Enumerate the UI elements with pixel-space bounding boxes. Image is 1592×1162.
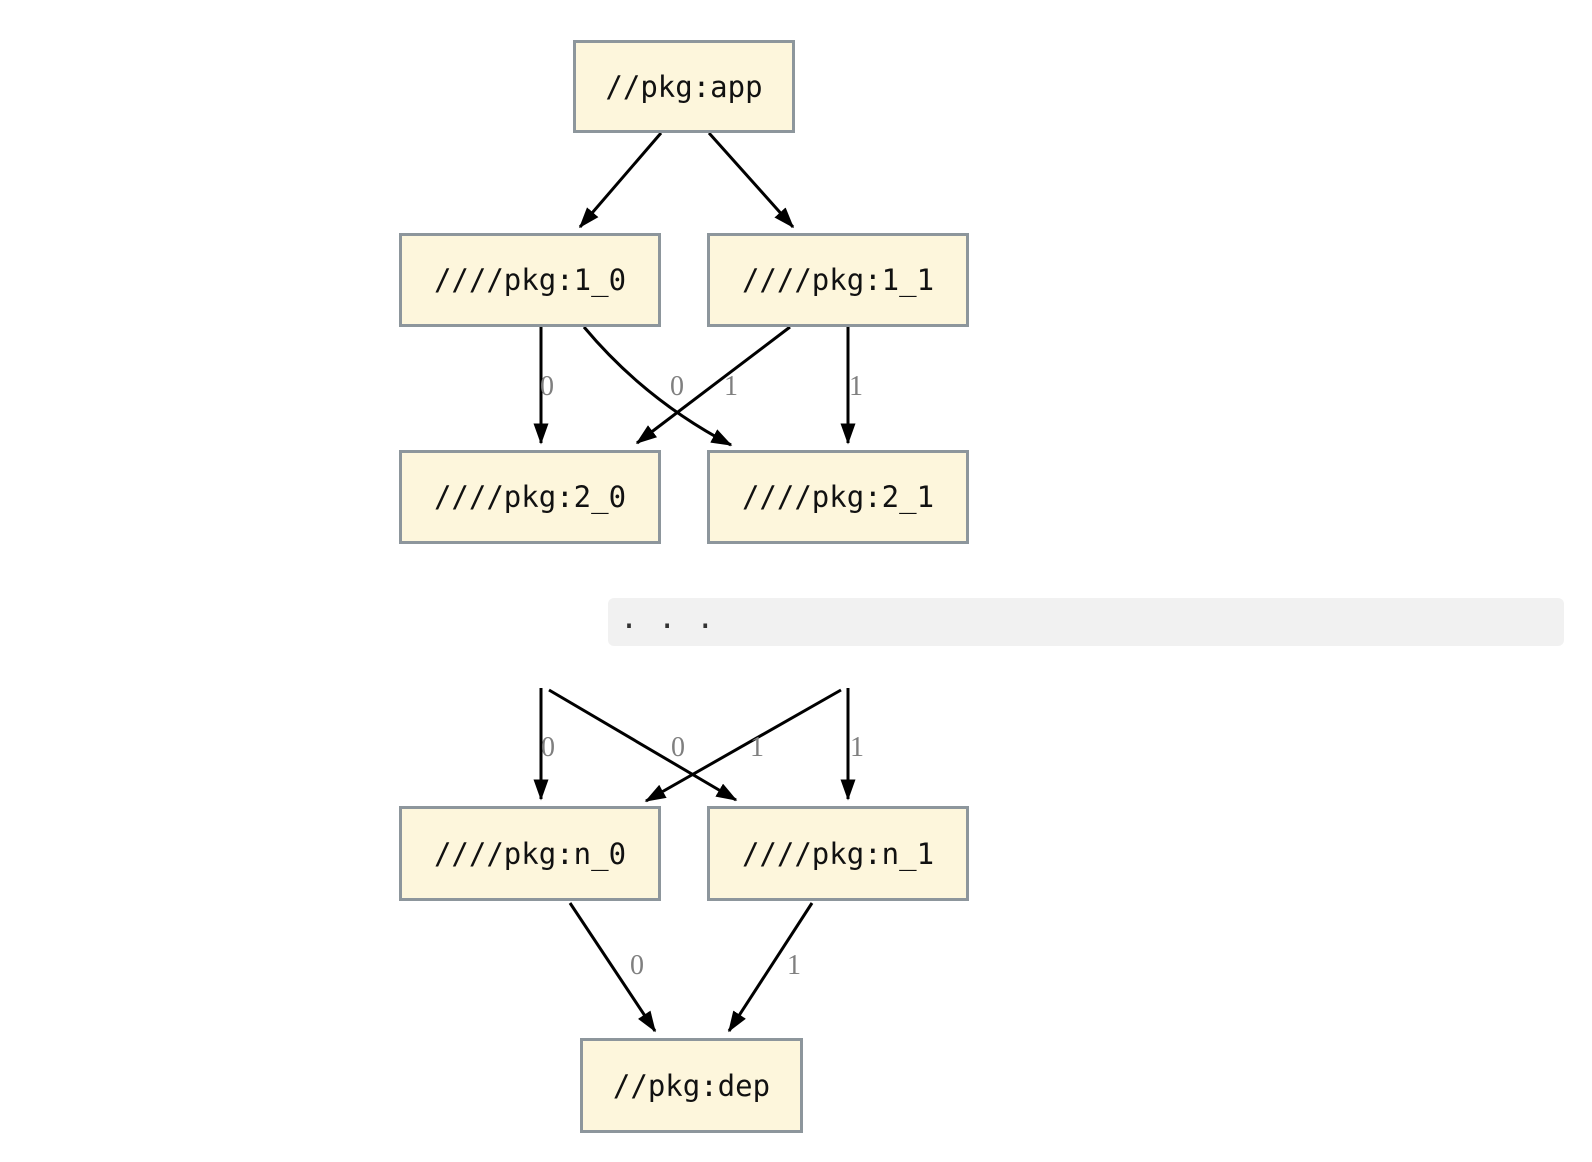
- edge-n_0-to-dep: [568, 902, 657, 1033]
- node-pkg-2_1: ////pkg:2_1: [707, 450, 969, 544]
- edge-1_1-to-2_0: [635, 325, 791, 445]
- node-pkg-n_0: ////pkg:n_0: [399, 806, 661, 901]
- edge-label: 0: [670, 371, 684, 402]
- edge-label: 1: [849, 371, 863, 402]
- edge-app-to-1_1: [707, 132, 795, 229]
- node-pkg-2_0: ////pkg:2_0: [399, 450, 661, 544]
- edge-1_0-to-2_1: [582, 326, 733, 447]
- edge-label: 0: [541, 732, 555, 763]
- node-dep: //pkg:dep: [580, 1038, 803, 1133]
- edge-n_1-to-dep: [727, 902, 814, 1033]
- edge-label: 0: [630, 950, 644, 981]
- node-pkg-n_1: ////pkg:n_1: [707, 806, 969, 901]
- node-pkg-1_0: ////pkg:1_0: [399, 233, 661, 327]
- edge-dots-to-n_1-diagonal: [548, 688, 738, 802]
- edge-label: 0: [671, 732, 685, 763]
- edge-label: 1: [787, 950, 801, 981]
- ellipsis-dots: . . .: [620, 600, 716, 636]
- edge-app-to-1_0: [578, 132, 663, 229]
- node-app: //pkg:app: [573, 40, 795, 133]
- edge-label: 1: [750, 732, 764, 763]
- edge-label: 0: [540, 371, 554, 402]
- node-pkg-1_1: ////pkg:1_1: [707, 233, 969, 327]
- edge-label: 1: [724, 371, 738, 402]
- edge-label: 1: [850, 732, 864, 763]
- ellipsis-row: . . .: [608, 598, 1564, 646]
- edge-dots-to-n_0-diagonal: [644, 688, 842, 803]
